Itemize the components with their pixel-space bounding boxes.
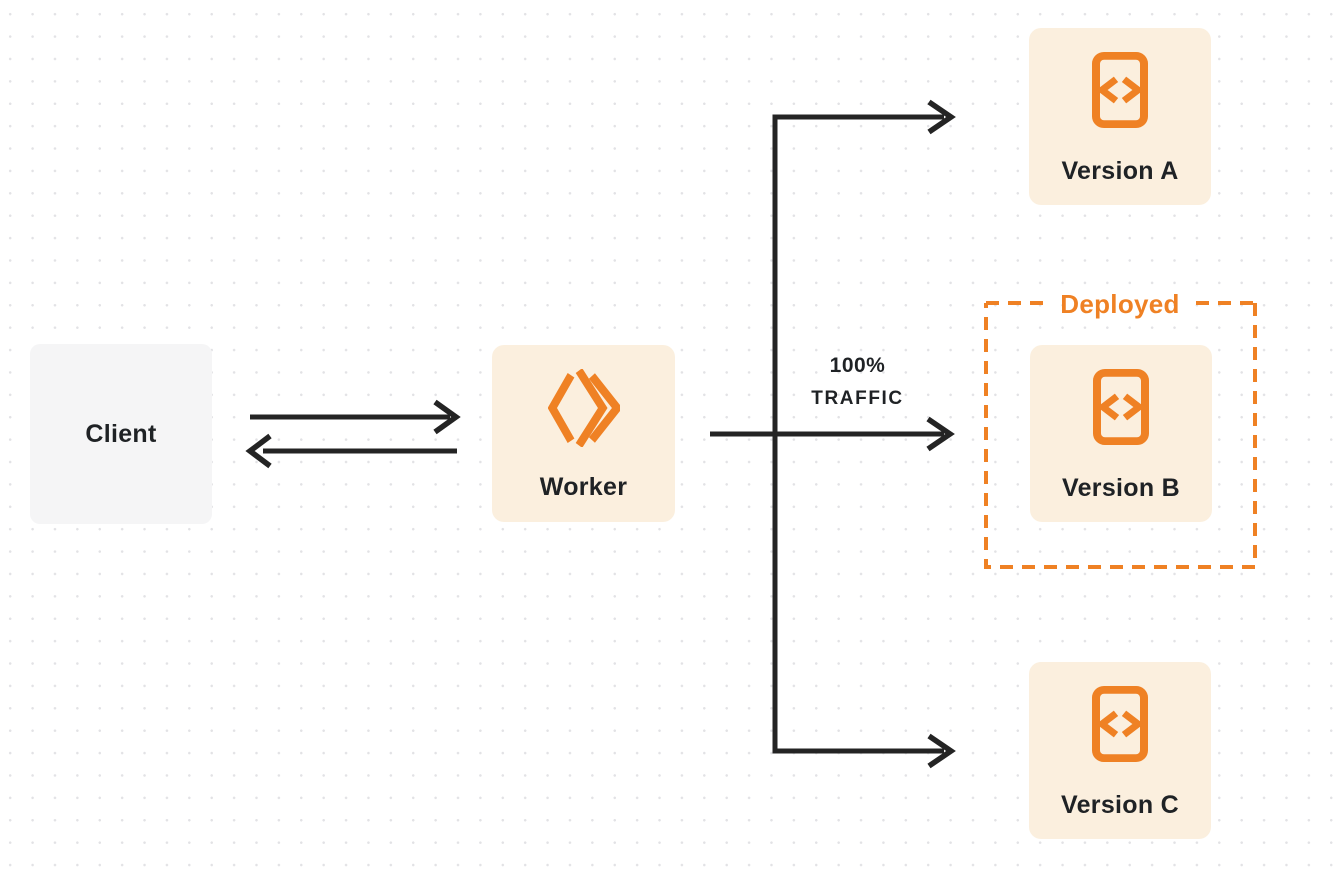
arrowhead-to-version-c	[927, 733, 956, 769]
client-label: Client	[85, 420, 157, 448]
node-worker: Worker	[492, 345, 675, 522]
code-file-icon	[1092, 51, 1148, 129]
node-client: Client	[30, 344, 212, 524]
node-version-b: Version B	[1030, 345, 1212, 522]
arrowhead-to-client	[245, 433, 272, 469]
edge-branch-trunk	[772, 114, 944, 754]
node-version-a: Version A	[1029, 28, 1211, 205]
code-file-icon	[1093, 368, 1149, 446]
traffic-word-text: TRAFFIC	[811, 388, 904, 409]
worker-label: Worker	[539, 473, 628, 501]
code-file-icon	[1092, 685, 1148, 763]
version-c-label: Version C	[1060, 791, 1180, 819]
version-b-label: Version B	[1061, 474, 1181, 502]
deployed-label: Deployed	[1060, 289, 1180, 319]
traffic-label: 100% TRAFFIC	[780, 350, 935, 416]
arrowhead-to-worker	[433, 399, 461, 435]
version-a-label: Version A	[1061, 157, 1179, 185]
arrowhead-to-version-a	[927, 99, 956, 135]
traffic-percent-text: 100%	[829, 354, 886, 377]
workers-chevron-icon	[547, 369, 620, 447]
node-version-c: Version C	[1029, 662, 1211, 839]
arrowhead-to-version-b	[926, 416, 955, 452]
